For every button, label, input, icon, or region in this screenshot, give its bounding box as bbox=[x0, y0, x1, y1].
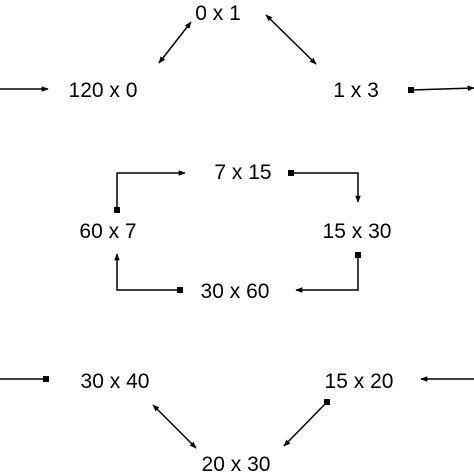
edge-tail-marker bbox=[355, 252, 361, 258]
edge-30x40-20x30 bbox=[152, 404, 197, 449]
edge-15x20-20x30 bbox=[283, 401, 328, 447]
node-30x40: 30 x 40 bbox=[81, 370, 150, 393]
node-30x60: 30 x 60 bbox=[201, 280, 270, 303]
edge-tail-marker bbox=[114, 207, 120, 213]
node-60x7: 60 x 7 bbox=[79, 220, 136, 243]
node-20x30: 20 x 30 bbox=[202, 453, 271, 474]
node-120x0: 120 x 0 bbox=[69, 79, 138, 102]
node-7x15: 7 x 15 bbox=[214, 161, 271, 184]
edge-1x3-out bbox=[410, 85, 474, 91]
edges-layer bbox=[0, 14, 474, 449]
edge-15x30-30x60 bbox=[295, 255, 359, 293]
edge-0x1-120x0 bbox=[158, 21, 192, 64]
edge-7x15-15x30 bbox=[291, 172, 361, 203]
edge-end-marker bbox=[43, 376, 49, 382]
node-1x3: 1 x 3 bbox=[333, 79, 379, 102]
node-15x30: 15 x 30 bbox=[323, 220, 392, 243]
node-0x1: 0 x 1 bbox=[195, 2, 241, 25]
edge-tail-marker bbox=[408, 87, 414, 93]
nodes-layer: 0 x 1 120 x 0 1 x 3 7 x 15 60 x 7 15 x 30 30 x… bbox=[69, 2, 394, 474]
edge-tail-marker bbox=[177, 287, 183, 293]
edge-30x60-60x7 bbox=[114, 253, 180, 291]
node-15x20: 15 x 20 bbox=[325, 370, 394, 393]
edge-tail-marker bbox=[288, 170, 294, 176]
edge-tail-marker bbox=[324, 399, 330, 405]
edge-0x1-1x3 bbox=[265, 14, 317, 65]
edge-60x7-7x15 bbox=[116, 170, 186, 210]
